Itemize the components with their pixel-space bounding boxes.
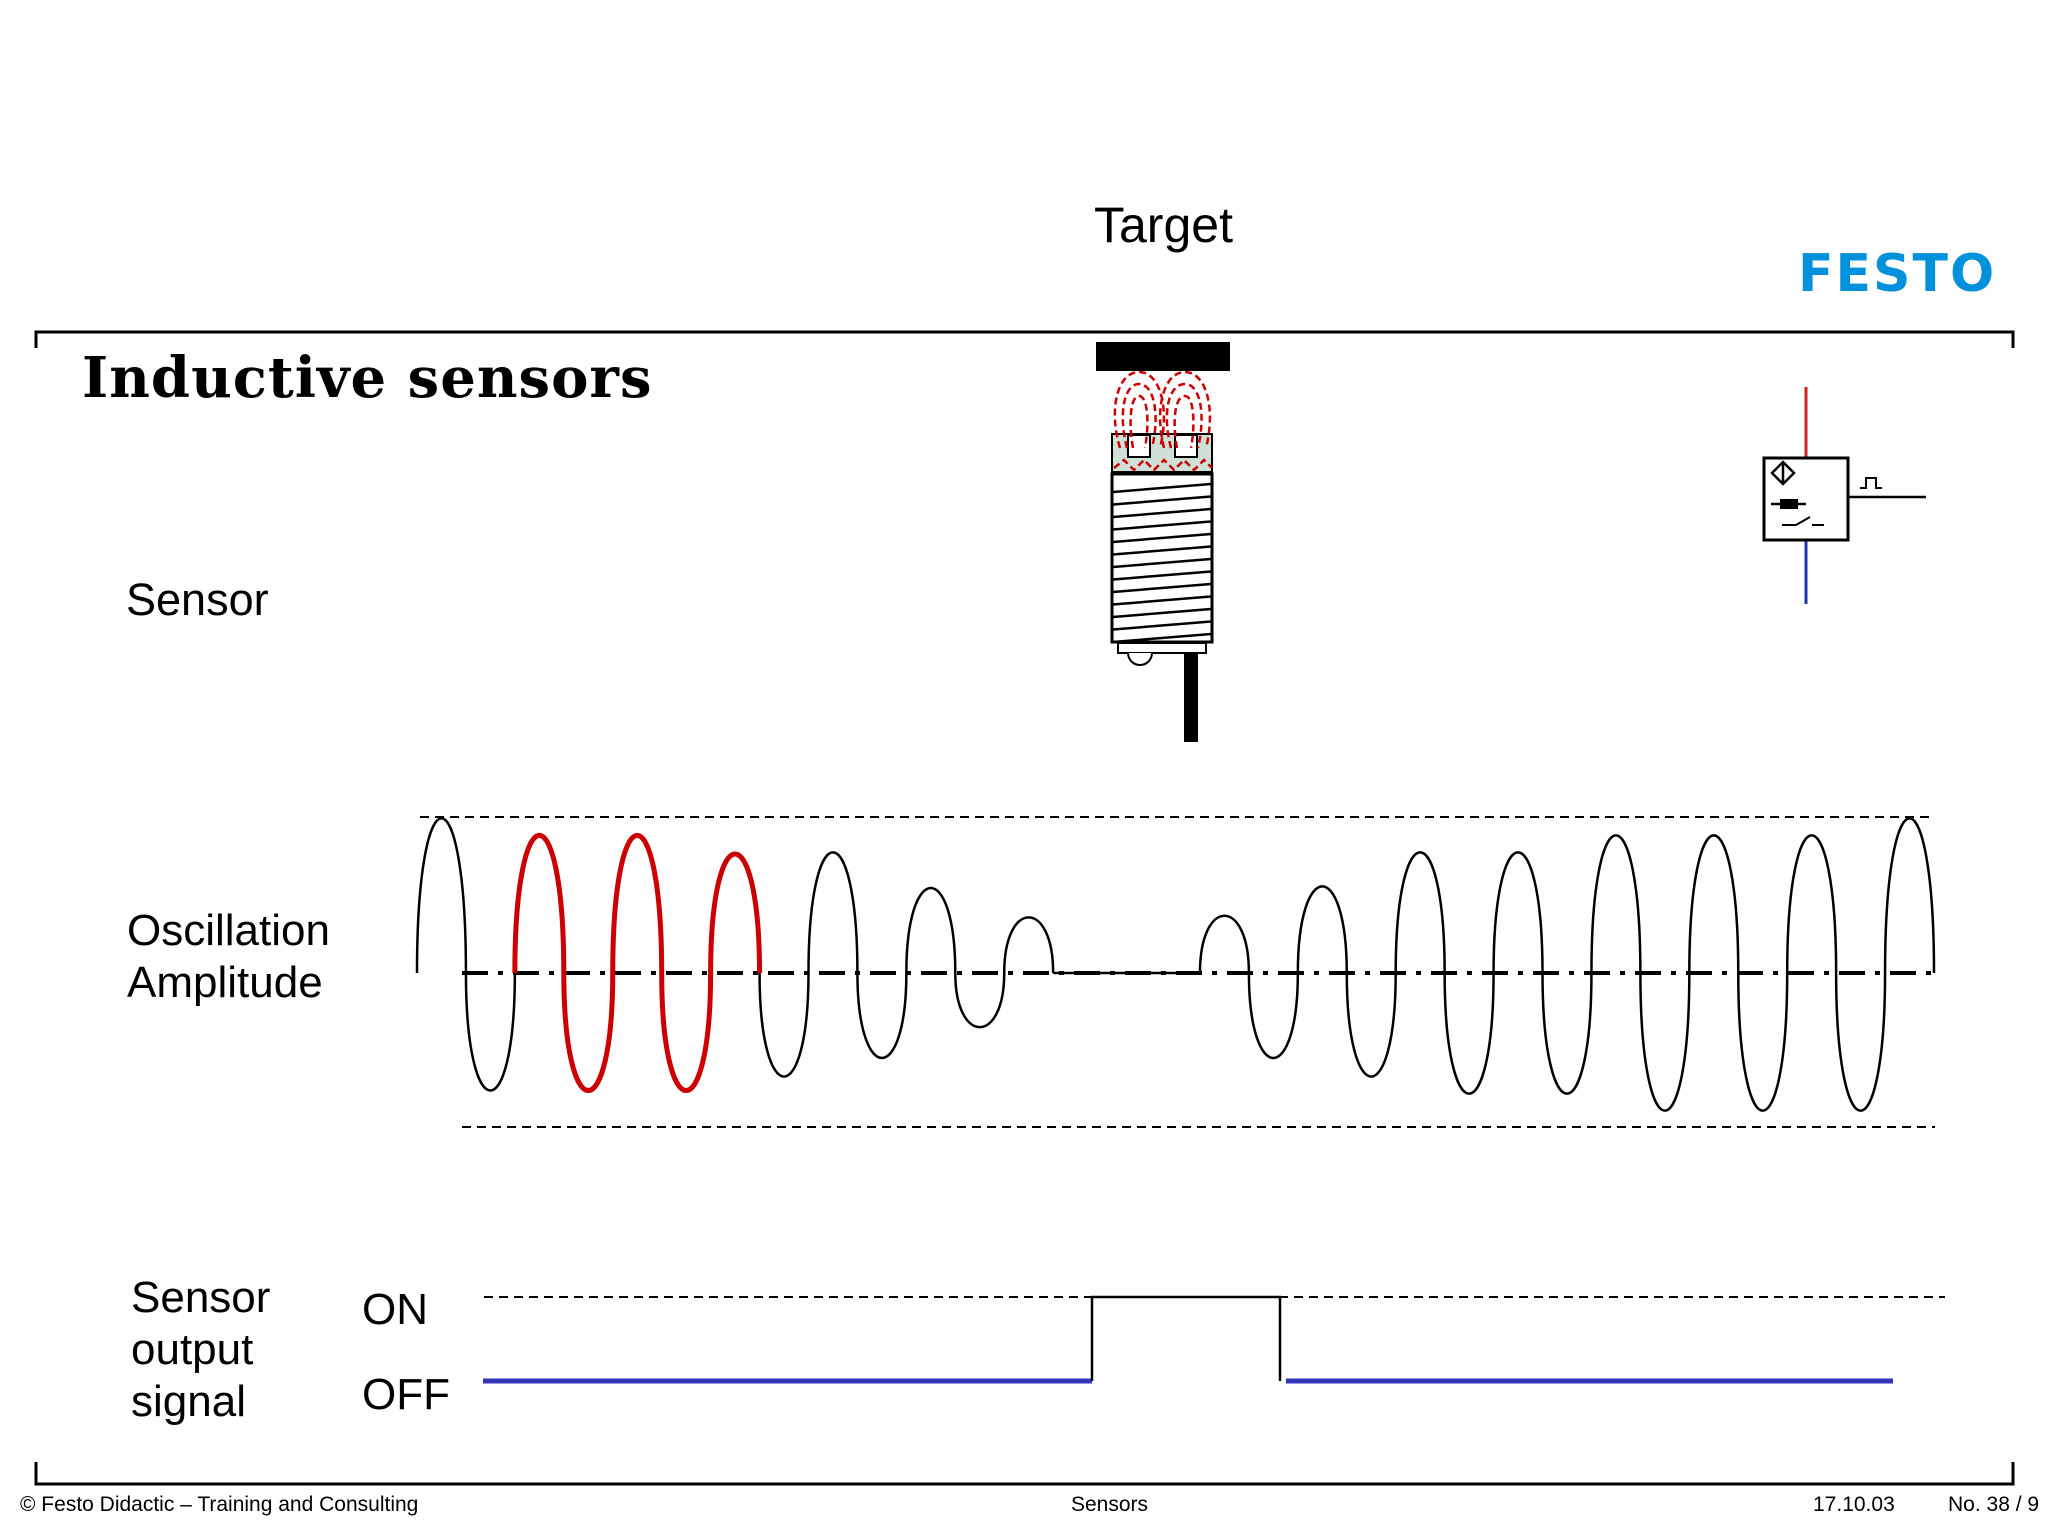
sensor-cable (1184, 654, 1198, 742)
oscillation-half-wave (1247, 972, 1300, 1059)
coil-core-right (1174, 434, 1198, 458)
inductive-proximity-switch-symbol-icon (1762, 387, 1926, 604)
footer-date: 17.10.03 (1813, 1493, 1895, 1516)
coil-block (1780, 499, 1798, 509)
pulse-mark (1860, 477, 1882, 489)
thread-line (1112, 545, 1212, 556)
oscillation-half-wave (464, 972, 517, 1092)
oscillation-half-wave (856, 972, 908, 1059)
thread-line (1112, 482, 1212, 494)
oscillation-half-wave (1688, 834, 1740, 974)
oscillation-half-wave (1639, 972, 1691, 1112)
thread-line (1112, 570, 1212, 581)
target-plate (1096, 342, 1230, 371)
thread-line (1112, 507, 1212, 519)
thread-line (1112, 520, 1212, 531)
oscillation-label-line1: Oscillation (127, 906, 330, 955)
oscillation-half-wave (1296, 885, 1349, 974)
oscillation-half-wave (1198, 914, 1251, 974)
oscillation-amplitude-chart (415, 816, 1936, 1128)
thread-lines (1112, 482, 1212, 644)
festo-logo: FESTO (1798, 244, 1997, 304)
oscillation-half-wave (1737, 972, 1789, 1112)
oscillation-half-wave (758, 972, 810, 1078)
thread-line (1112, 632, 1212, 644)
oscillation-half-wave (1345, 972, 1397, 1078)
on-pulse (1090, 1295, 1282, 1381)
oscillation-half-wave (1002, 916, 1055, 974)
oscillation-half-wave (905, 887, 957, 974)
output-label-line1: Sensor (131, 1273, 271, 1322)
oscillation-half-wave (1492, 851, 1544, 974)
oscillation-half-wave (1443, 972, 1495, 1095)
footer-rule (34, 1462, 2015, 1486)
oscillation-half-wave (807, 851, 859, 974)
highlighted-half-wave (561, 972, 616, 1093)
oscillation-half-wave (415, 817, 468, 974)
magnetic-field-lines (1113, 370, 1213, 472)
sensor-collar (1117, 642, 1207, 654)
thread-line (1112, 582, 1212, 594)
highlighted-half-wave (610, 833, 665, 974)
oscillation-waveform (415, 817, 1936, 1112)
thread-line (1112, 532, 1212, 544)
thread-line (1112, 595, 1212, 606)
on-level-label: ON (362, 1285, 428, 1334)
oscillation-amplitude-label: Oscillation Amplitude (127, 905, 330, 1009)
thread-line (1112, 607, 1212, 619)
oscillation-half-wave (1785, 834, 1838, 974)
footer-page-number: No. 38 / 9 (1948, 1493, 2040, 1516)
footer-copyright: © Festo Didactic – Training and Consulti… (20, 1493, 419, 1516)
highlighted-half-wave (708, 851, 763, 974)
sensor-output-signal-label: Sensor output signal (131, 1272, 270, 1428)
header-rule (34, 330, 2015, 348)
oscillation-label-line2: Amplitude (127, 957, 323, 1007)
oscillation-half-wave (1883, 817, 1936, 974)
off-level-label: OFF (362, 1370, 450, 1419)
coil-core-left (1127, 434, 1151, 458)
thread-line (1112, 557, 1212, 569)
target-label: Target (1094, 197, 1233, 253)
page-title: Inductive sensors (82, 345, 653, 411)
highlighted-half-wave (659, 972, 714, 1093)
footer-topic: Sensors (1071, 1493, 1149, 1516)
led-bulge (1127, 652, 1153, 666)
oscillation-half-wave (1590, 834, 1642, 974)
output-label-line3: signal (131, 1376, 246, 1426)
sensor-output-signal-chart (483, 1295, 1945, 1384)
output-label-line2: output (131, 1324, 254, 1374)
sensor-label: Sensor (126, 574, 269, 625)
inductive-sensor-drawing-icon (1110, 370, 1214, 742)
highlighted-half-wave (512, 833, 567, 974)
thread-line (1112, 620, 1212, 631)
oscillation-half-wave (1541, 972, 1593, 1095)
oscillation-half-wave (1834, 972, 1887, 1112)
oscillation-half-wave (954, 972, 1006, 1029)
thread-line (1112, 495, 1212, 506)
oscillation-half-wave (1394, 851, 1446, 974)
